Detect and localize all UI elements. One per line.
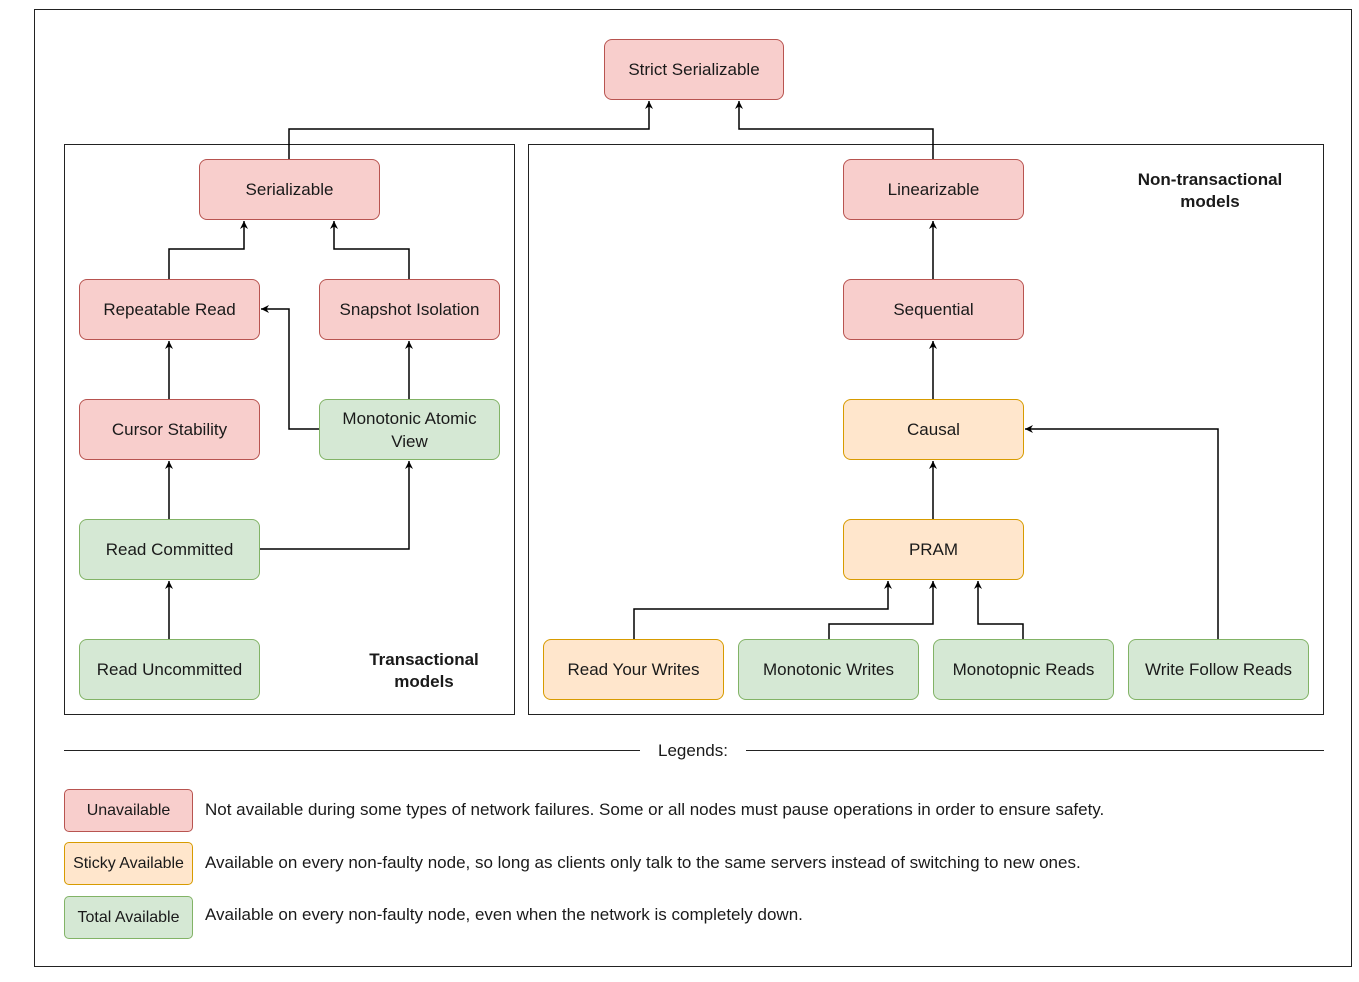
legend-desc-total-available: Available on every non-faulty node, even… xyxy=(205,905,803,924)
edge-monotonic-atomic-view-repeatable-read xyxy=(261,305,319,430)
node-causal: Causal xyxy=(843,399,1024,460)
edge-read-committed-monotonic-atomic-view xyxy=(259,461,413,550)
edge-read-your-writes-pram xyxy=(633,581,892,639)
legend-divider-right xyxy=(746,750,1324,751)
edge-monotopnic-reads-pram xyxy=(974,581,1024,639)
legend-divider-left xyxy=(64,750,640,751)
non-transactional-group xyxy=(528,144,1324,715)
node-monotopnic-reads: Monotopnic Reads xyxy=(933,639,1114,700)
diagram-frame xyxy=(34,9,1352,967)
node-sequential: Sequential xyxy=(843,279,1024,340)
node-read-uncommitted: Read Uncommitted xyxy=(79,639,260,700)
edge-write-follow-reads-causal xyxy=(1025,425,1219,639)
node-strict-serializable: Strict Serializable xyxy=(604,39,784,100)
node-read-committed: Read Committed xyxy=(79,519,260,580)
non-transactional-group-label: Non-transactional models xyxy=(1137,170,1283,211)
edge-linearizable-strict-serializable xyxy=(735,101,934,159)
edge-repeatable-read-serializable xyxy=(168,221,248,279)
legend-swatch-sticky-available: Sticky Available xyxy=(64,842,193,885)
transactional-group-label: Transactional models xyxy=(369,650,479,691)
node-repeatable-read: Repeatable Read xyxy=(79,279,260,340)
legend-swatch-unavailable: Unavailable xyxy=(64,789,193,832)
edge-monotonic-writes-pram xyxy=(828,581,937,639)
node-monotonic-writes: Monotonic Writes xyxy=(738,639,919,700)
edge-serializable-strict-serializable xyxy=(288,101,653,159)
node-monotonic-atomic-view: Monotonic Atomic View xyxy=(319,399,500,460)
legend-swatch-total-available: Total Available xyxy=(64,896,193,939)
node-write-follow-reads: Write Follow Reads xyxy=(1128,639,1309,700)
node-read-your-writes: Read Your Writes xyxy=(543,639,724,700)
legend-title: Legends: xyxy=(640,740,746,762)
node-snapshot-isolation: Snapshot Isolation xyxy=(319,279,500,340)
node-linearizable: Linearizable xyxy=(843,159,1024,220)
legend-desc-unavailable: Not available during some types of netwo… xyxy=(205,800,1105,819)
node-serializable: Serializable xyxy=(199,159,380,220)
edge-snapshot-isolation-serializable xyxy=(330,221,410,279)
node-cursor-stability: Cursor Stability xyxy=(79,399,260,460)
node-pram: PRAM xyxy=(843,519,1024,580)
legend-desc-sticky-available: Available on every non-faulty node, so l… xyxy=(205,853,1081,872)
